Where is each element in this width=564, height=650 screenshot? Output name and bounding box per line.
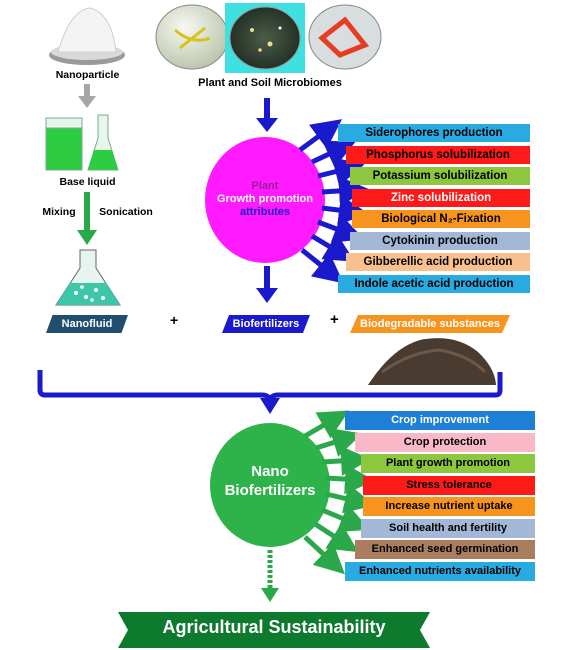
arrow-brace-down	[260, 398, 280, 414]
benefit-item: Enhanced seed germination	[355, 540, 535, 559]
circle-line-growth: Growth promotion	[217, 193, 313, 205]
petri-dishes-image	[155, 3, 382, 73]
attribute-item: Biological N₂-Fixation	[352, 210, 530, 228]
circle-line-plant: Plant	[251, 180, 279, 192]
plus-sign-2: +	[330, 311, 339, 328]
footer-title: Agricultural Sustainability	[162, 617, 386, 637]
benefit-arrows	[303, 410, 375, 575]
arrow-mixing	[77, 192, 97, 245]
growth-promotion-text: Plant Growth promotion attributes	[205, 180, 325, 219]
nanofluid-tag: Nanofluid	[46, 315, 128, 333]
attribute-item: Potassium solubilization	[350, 167, 530, 185]
microbiomes-label: Plant and Soil Microbiomes	[198, 77, 342, 89]
soil-image	[368, 338, 496, 385]
attribute-item: Cytokinin production	[350, 231, 530, 250]
arrow-nanoparticle-to-liquid	[78, 84, 96, 108]
arrow-microbiomes-to-circle	[256, 98, 278, 132]
benefit-item: Enhanced nutrients availability	[345, 561, 535, 581]
biofertilizers-line: Biofertilizers	[224, 482, 316, 499]
arrow-to-sustainability	[261, 550, 279, 602]
benefit-item: Crop protection	[355, 432, 535, 452]
arrow-circle-to-biofertilizers	[256, 266, 278, 303]
nanoparticle-image	[49, 7, 125, 65]
benefit-item: Increase nutrient uptake	[363, 497, 535, 516]
biofertilizers-tag: Biofertilizers	[222, 315, 310, 333]
nanoparticle-label: Nanoparticle	[55, 69, 120, 81]
attribute-item: Indole acetic acid production	[338, 274, 530, 293]
nano-biofertilizers-text: Nano Biofertilizers	[210, 462, 330, 500]
nanofluid-flask-image	[55, 249, 121, 306]
sonication-label: Sonication	[99, 206, 153, 218]
biodegradable-tag: Biodegradable substances	[350, 315, 510, 333]
benefit-item: Stress tolerance	[363, 475, 535, 495]
nano-biofertilizers-circle	[210, 423, 330, 547]
footer-banner	[118, 612, 430, 648]
mixing-label: Mixing	[42, 206, 76, 218]
benefit-item: Crop improvement	[345, 411, 535, 430]
growth-promotion-circle	[205, 137, 325, 263]
attribute-item: Siderophores production	[338, 124, 530, 142]
attribute-item: Gibberellic acid production	[346, 253, 530, 271]
benefit-item: Soil health and fertility	[361, 518, 535, 538]
attribute-item: Phosphorus solubilization	[346, 145, 530, 164]
plus-sign-1: +	[170, 312, 179, 328]
base-liquid-image	[45, 114, 119, 171]
base-liquid-label: Base liquid	[59, 176, 116, 188]
attribute-arrows	[298, 119, 369, 284]
benefit-item: Plant growth promotion	[361, 454, 535, 473]
attribute-item: Zinc solubilization	[352, 188, 530, 207]
circle-line-attributes: attributes	[239, 206, 291, 218]
nano-line: Nano	[251, 463, 289, 480]
